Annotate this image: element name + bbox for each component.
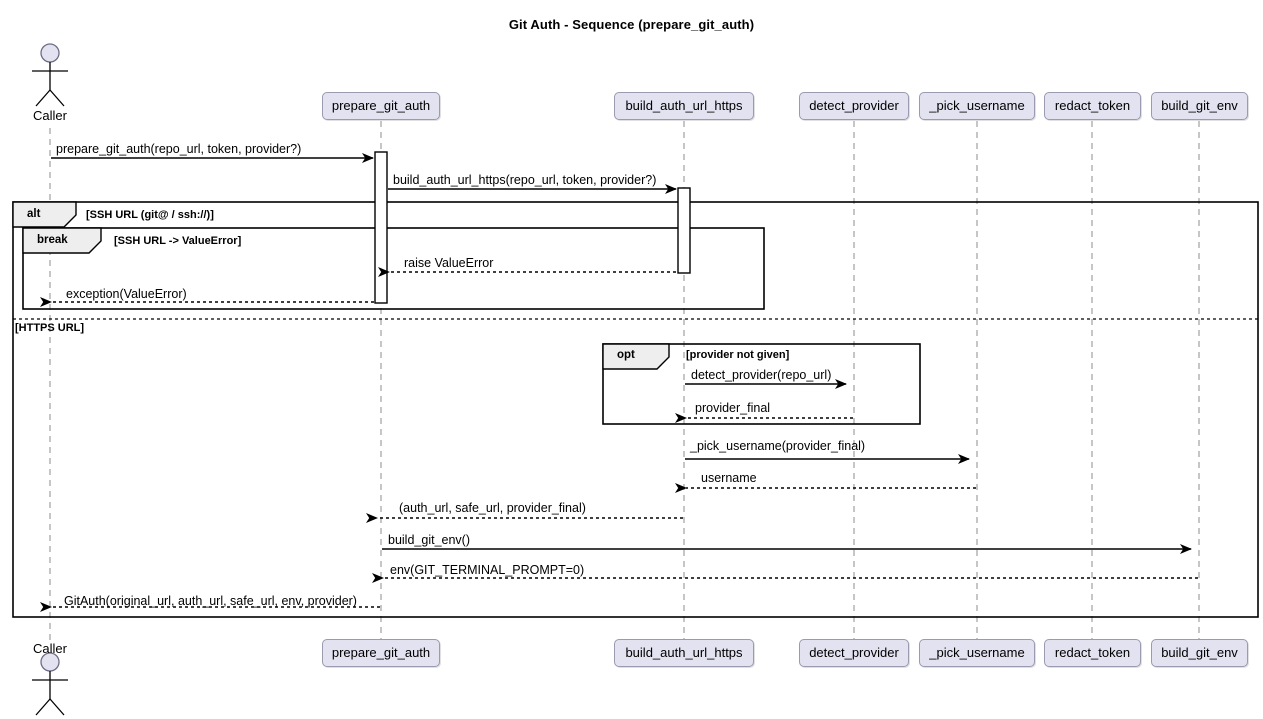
message-label-m1: prepare_git_auth(repo_url, token, provid… xyxy=(56,142,302,156)
fragment-operator-break: break xyxy=(37,234,68,246)
participant-box-pick-username-top[interactable]: _pick_username xyxy=(919,92,1035,120)
fragment-opt xyxy=(602,343,921,425)
message-label-m10: build_git_env() xyxy=(388,533,470,547)
participant-box-redact-token-bottom[interactable]: redact_token xyxy=(1044,639,1141,667)
fragment-alt xyxy=(12,201,1259,618)
fragment-operator-opt: opt xyxy=(617,349,635,361)
activation-prepare-git-auth xyxy=(374,151,388,304)
message-label-m2: build_auth_url_https(repo_url, token, pr… xyxy=(393,173,657,187)
participant-box-redact-token-top[interactable]: redact_token xyxy=(1044,92,1141,120)
message-label-m8: username xyxy=(701,471,757,485)
message-label-m11: env(GIT_TERMINAL_PROMPT=0) xyxy=(390,563,585,577)
participant-box-detect-provider-top[interactable]: detect_provider xyxy=(799,92,909,120)
participant-box-prepare-git-auth-bottom[interactable]: prepare_git_auth xyxy=(322,639,440,667)
actor-label-caller-top: Caller xyxy=(33,108,67,123)
participant-box-build-auth-url-https-top[interactable]: build_auth_url_https xyxy=(614,92,754,120)
message-label-m3: raise ValueError xyxy=(404,256,494,270)
participant-box-build-auth-url-https-bottom[interactable]: build_auth_url_https xyxy=(614,639,754,667)
fragment-guard-alt: [SSH URL (git@ / ssh://)] xyxy=(86,209,214,221)
fragment-divider-guard-https-url: [HTTPS URL] xyxy=(15,322,85,334)
message-label-m4: exception(ValueError) xyxy=(66,287,187,301)
participant-box-prepare-git-auth-top[interactable]: prepare_git_auth xyxy=(322,92,440,120)
participant-box-build-git-env-top[interactable]: build_git_env xyxy=(1151,92,1248,120)
message-label-m6: provider_final xyxy=(695,401,771,415)
participant-box-detect-provider-bottom[interactable]: detect_provider xyxy=(799,639,909,667)
message-label-m12: GitAuth(original_url, auth_url, safe_url… xyxy=(64,594,357,608)
participant-box-build-git-env-bottom[interactable]: build_git_env xyxy=(1151,639,1248,667)
fragment-guard-opt: [provider not given] xyxy=(686,349,790,361)
diagram-title: Git Auth - Sequence (prepare_git_auth) xyxy=(508,17,755,32)
actor-caller-bottom xyxy=(32,652,68,716)
actor-label-caller-bottom: Caller xyxy=(33,641,67,656)
message-label-m9: (auth_url, safe_url, provider_final) xyxy=(399,501,586,515)
message-label-m5: detect_provider(repo_url) xyxy=(691,368,832,382)
activation-build-auth-url-https xyxy=(677,187,691,274)
actor-caller-top xyxy=(32,43,68,107)
message-label-m7: _pick_username(provider_final) xyxy=(690,439,866,453)
participant-box-pick-username-bottom[interactable]: _pick_username xyxy=(919,639,1035,667)
fragment-operator-alt: alt xyxy=(27,208,41,220)
fragment-break xyxy=(22,227,765,310)
fragment-guard-break: [SSH URL -> ValueError] xyxy=(114,235,242,247)
